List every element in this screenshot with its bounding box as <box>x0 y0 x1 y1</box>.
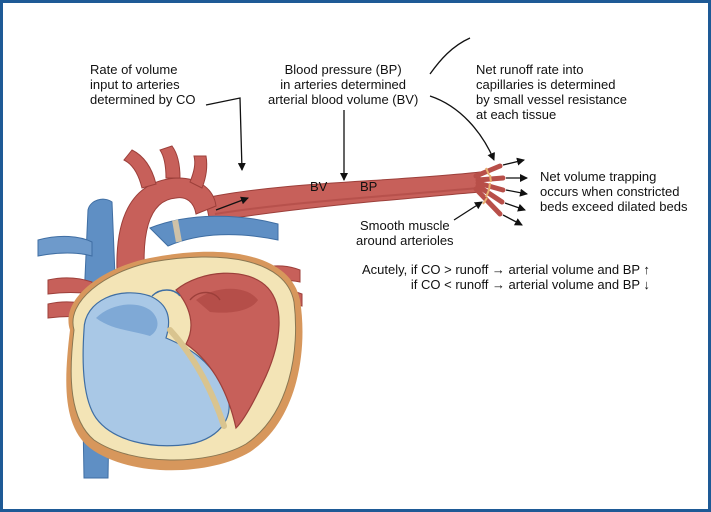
smooth-muscle-line-1: Smooth muscle <box>356 218 454 233</box>
acute-rule-1: Acutely, if CO > runoff → arterial volum… <box>362 262 650 277</box>
runoff-rate-line-2: capillaries is determined <box>476 77 627 92</box>
acute-rule-2: if CO < runoff → arterial volume and BP … <box>362 277 650 292</box>
runoff-rate-line-3: by small vessel resistance <box>476 92 627 107</box>
volume-trapping-line-1: Net volume trapping <box>540 169 687 184</box>
volume-trapping-label: Net volume trapping occurs when constric… <box>540 169 687 214</box>
runoff-rate-line-1: Net runoff rate into <box>476 62 627 77</box>
blood-pressure-line-1: Blood pressure (BP) <box>268 62 418 77</box>
runoff-rate-label: Net runoff rate into capillaries is dete… <box>476 62 627 122</box>
bv-tag: BV <box>310 179 327 194</box>
artery-tube <box>205 172 480 222</box>
input-rate-line-2: input to arteries <box>90 77 196 92</box>
bp-tag: BP <box>360 179 377 194</box>
volume-trapping-line-3: beds exceed dilated beds <box>540 199 687 214</box>
trapping-link <box>430 38 470 74</box>
pulmonary-artery <box>150 216 278 246</box>
blood-pressure-label: Blood pressure (BP) in arteries determin… <box>268 62 418 107</box>
blood-pressure-line-3: arterial blood volume (BV) <box>268 92 418 107</box>
acute-rules: Acutely, if CO > runoff → arterial volum… <box>362 262 650 292</box>
smooth-muscle-arrow <box>454 202 482 220</box>
runoff-rate-line-4: at each tissue <box>476 107 627 122</box>
volume-trapping-line-2: occurs when constricted <box>540 184 687 199</box>
input-rate-label: Rate of volume input to arteries determi… <box>90 62 196 107</box>
smooth-muscle-line-2: around arterioles <box>356 233 454 248</box>
input-rate-line-3: determined by CO <box>90 92 196 107</box>
input-rate-line-1: Rate of volume <box>90 62 196 77</box>
input-rate-arrow <box>206 98 242 170</box>
blood-pressure-line-2: in arteries determined <box>268 77 418 92</box>
smooth-muscle-label: Smooth muscle around arterioles <box>356 218 454 248</box>
runoff-arrows <box>503 160 527 225</box>
